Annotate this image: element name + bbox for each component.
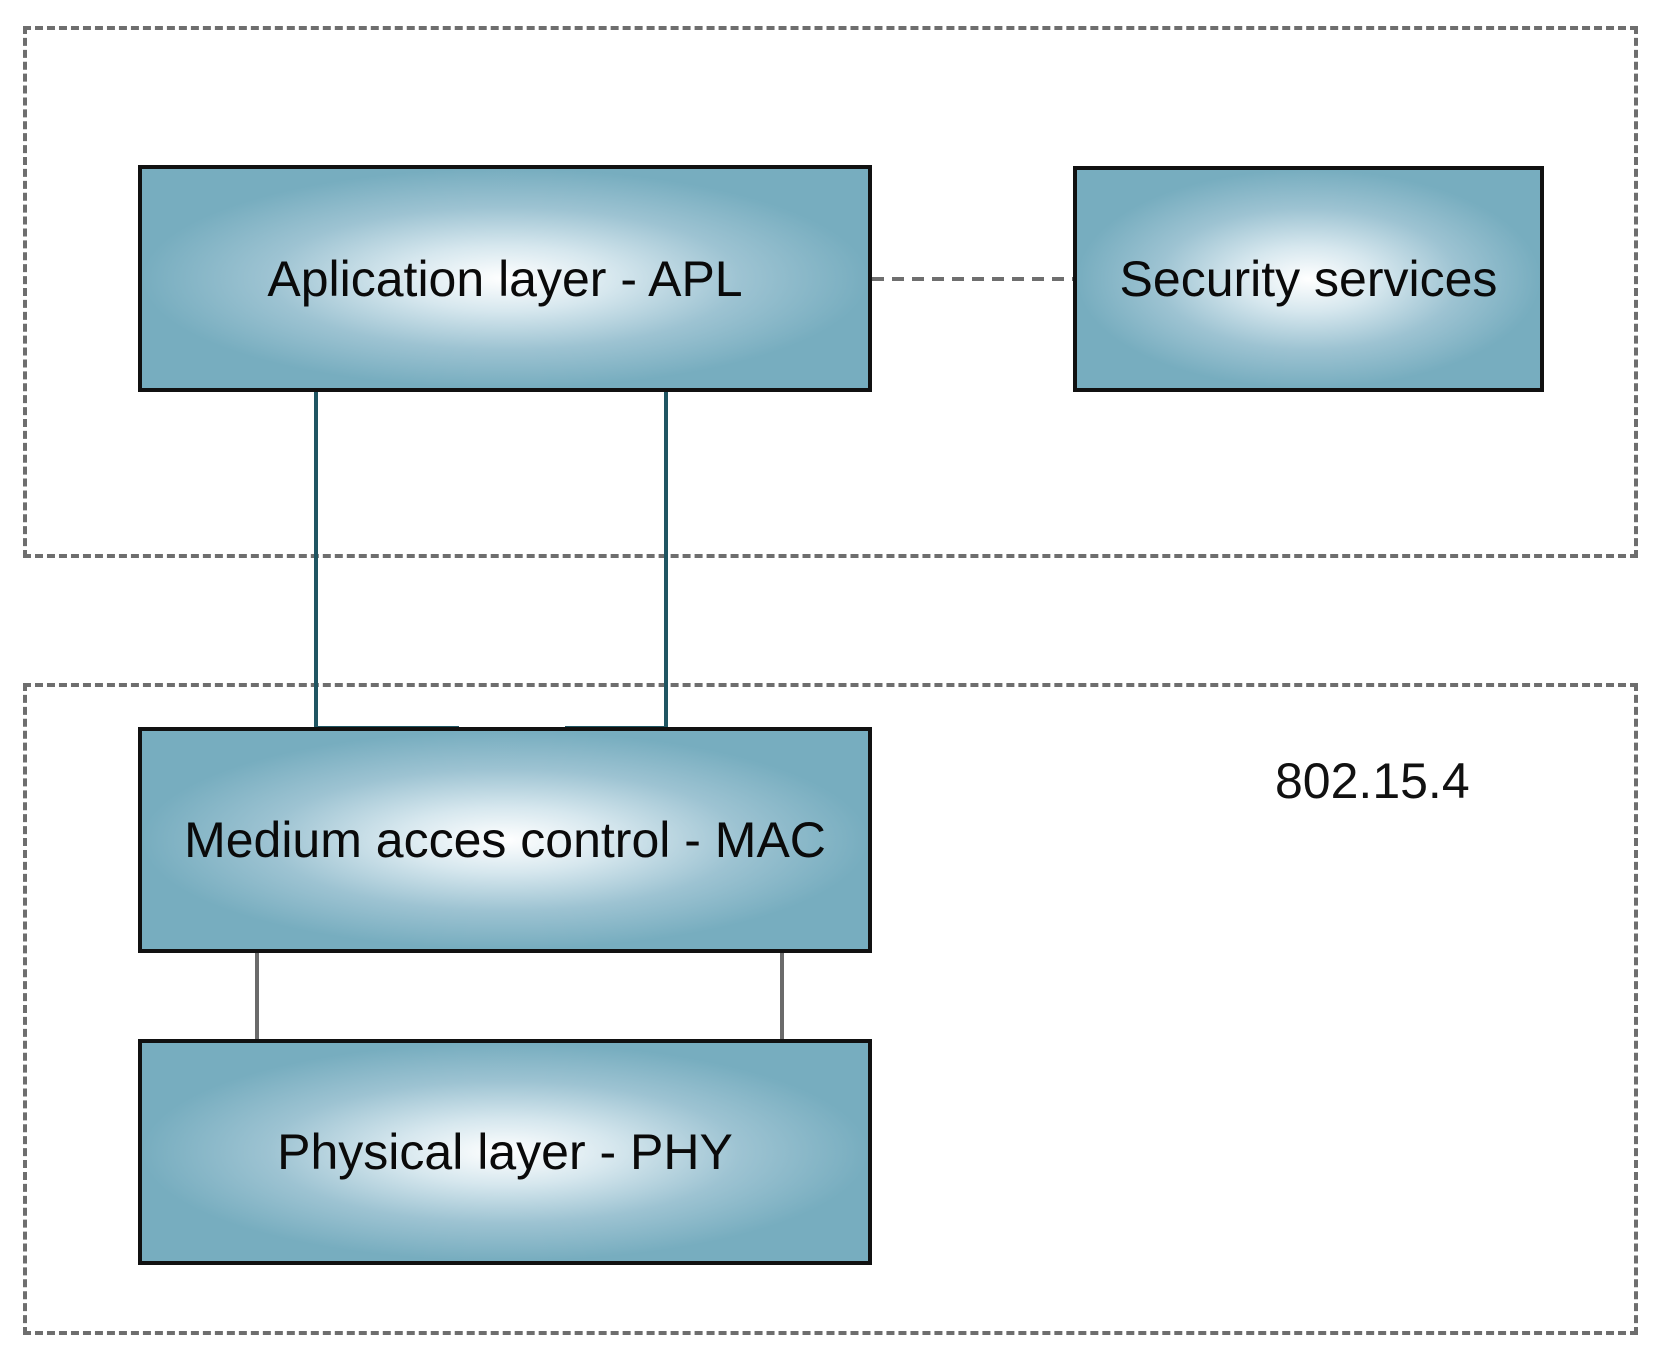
mac-layer-label: Medium acces control - MAC xyxy=(184,812,826,868)
ieee-802-15-4-container xyxy=(23,683,1638,1335)
security-services-box: Security services xyxy=(1073,166,1544,392)
physical-layer-box: Physical layer - PHY xyxy=(138,1039,872,1265)
security-services-label: Security services xyxy=(1119,251,1498,307)
application-layer-box: Aplication layer - APL xyxy=(138,165,872,392)
upper-stack-container xyxy=(23,26,1638,558)
application-layer-label: Aplication layer - APL xyxy=(267,250,743,307)
physical-layer-label: Physical layer - PHY xyxy=(277,1124,733,1180)
standard-label: 802.15.4 xyxy=(1275,753,1470,809)
mac-layer-box: Medium acces control - MAC xyxy=(138,727,872,953)
